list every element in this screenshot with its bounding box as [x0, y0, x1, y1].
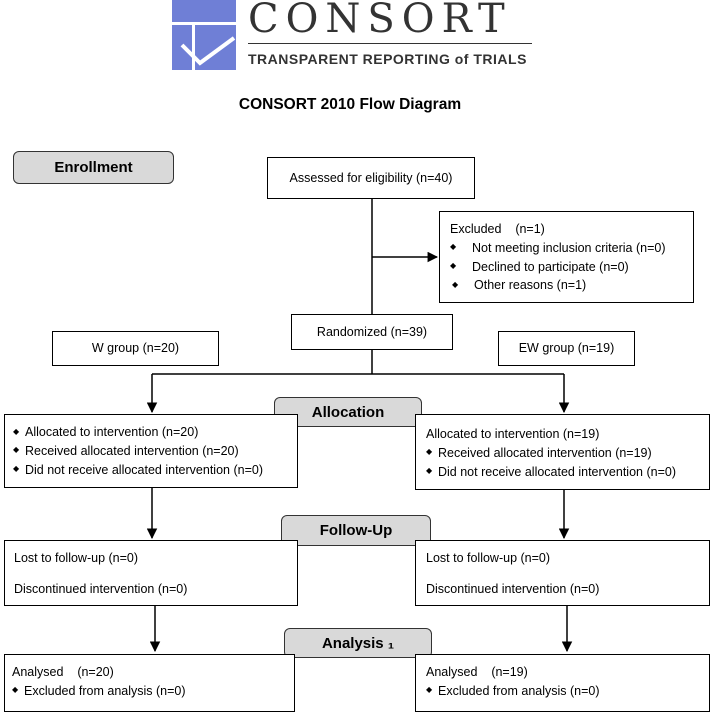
- allocation-left-title: Allocated to intervention (n=20): [13, 423, 289, 442]
- group-right-box: EW group (n=19): [498, 331, 635, 366]
- followup-left-lost: Lost to follow-up (n=0): [14, 551, 139, 565]
- randomized-box: Randomized (n=39): [291, 314, 453, 350]
- analysis-right-excluded: Excluded from analysis (n=0): [426, 682, 699, 701]
- allocation-right-box: Allocated to intervention (n=19) Receive…: [415, 414, 710, 490]
- excluded-reason-declined: Declined to participate (n=0): [450, 258, 683, 277]
- stage-followup: Follow-Up: [281, 515, 431, 546]
- allocation-left-received: Received allocated intervention (n=20): [13, 442, 289, 461]
- stage-enrollment: Enrollment: [13, 151, 174, 184]
- stage-analysis: Analysis ₁: [284, 628, 432, 658]
- allocation-left-not-received: Did not receive allocated intervention (…: [13, 461, 289, 480]
- excluded-reason-not-meeting: Not meeting inclusion criteria (n=0): [450, 239, 683, 258]
- analysis-left-title: Analysed (n=20): [12, 665, 114, 679]
- group-left-box: W group (n=20): [52, 331, 219, 366]
- excluded-box: Excluded (n=1) Not meeting inclusion cri…: [439, 211, 694, 303]
- diagram-title: CONSORT 2010 Flow Diagram: [238, 96, 462, 113]
- followup-right-lost: Lost to follow-up (n=0): [426, 551, 551, 565]
- stage-allocation: Allocation: [274, 397, 422, 427]
- logo-subtitle: TRANSPARENT REPORTING of TRIALS: [248, 51, 527, 67]
- allocation-right-not-received: Did not receive allocated intervention (…: [426, 463, 699, 482]
- analysis-left-excluded: Excluded from analysis (n=0): [12, 682, 287, 701]
- followup-right-box: Lost to follow-up (n=0) Discontinued int…: [415, 540, 710, 606]
- analysis-right-box: Analysed (n=19) Excluded from analysis (…: [415, 654, 710, 712]
- excluded-reason-other: Other reasons (n=1): [450, 276, 683, 295]
- allocation-right-received: Received allocated intervention (n=19): [426, 444, 699, 463]
- allocation-left-box: Allocated to intervention (n=20) Receive…: [4, 414, 298, 488]
- followup-left-discontinued: Discontinued intervention (n=0): [14, 581, 188, 596]
- excluded-title: Excluded (n=1): [450, 222, 545, 236]
- analysis-right-title: Analysed (n=19): [426, 665, 528, 679]
- followup-right-discontinued: Discontinued intervention (n=0): [426, 581, 600, 596]
- followup-left-box: Lost to follow-up (n=0) Discontinued int…: [4, 540, 298, 606]
- assessed-box: Assessed for eligibility (n=40): [267, 157, 475, 199]
- consort-logo: CONSORT TRANSPARENT REPORTING of TRIALS: [172, 0, 542, 72]
- consort-logo-mark-icon: [172, 0, 236, 70]
- logo-divider: [248, 43, 532, 44]
- logo-title: CONSORT: [248, 0, 512, 42]
- allocation-right-title: Allocated to intervention (n=19): [426, 427, 600, 441]
- analysis-left-box: Analysed (n=20) Excluded from analysis (…: [4, 654, 295, 712]
